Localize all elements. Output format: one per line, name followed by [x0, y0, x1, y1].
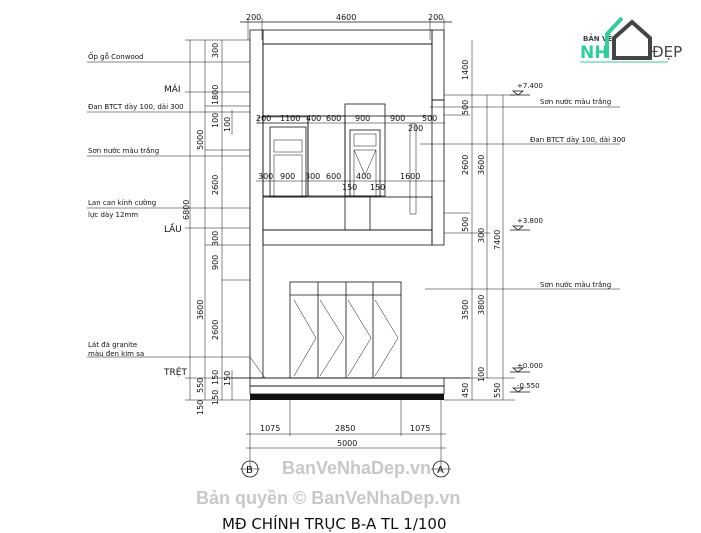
label-granite-2: màu đen kim sa	[88, 350, 144, 358]
dim-text: 1400	[461, 60, 470, 80]
watermark: BanVeNhaDep.vn	[282, 458, 431, 478]
axis-b: B	[240, 460, 260, 478]
level-markers: +7.400 +3.800 ±0.000 -0.550	[510, 82, 543, 393]
dim-text: 900	[390, 114, 405, 123]
glass-railing	[262, 196, 433, 231]
dim-text: 550	[196, 378, 205, 393]
right-annotations: Sơn nước màu trắng Đan BTCT dày 100, dài…	[420, 97, 626, 290]
label-slab-right: Đan BTCT dày 100, dài 300	[530, 136, 626, 144]
level-text: ±0.000	[517, 362, 543, 370]
copyright-watermark: Bản quyền © BanVeNhaDep.vn	[196, 488, 460, 508]
dim-text: 300	[305, 172, 320, 181]
dim-text: 600	[326, 172, 341, 181]
dim-text: 200	[428, 13, 443, 22]
granite-base	[249, 385, 445, 395]
axis-a: A	[431, 460, 451, 478]
inner-dimensions: 200 1100 400 600 900 900 500 200 300 900…	[256, 114, 445, 192]
logo-text-top: BẢN VẼ	[583, 33, 612, 43]
dim-text: 500	[461, 100, 470, 115]
level-text: -0.550	[517, 382, 540, 390]
dim-text: 1800	[211, 85, 220, 105]
dim-text: 5000	[196, 130, 205, 150]
building-facade	[230, 29, 470, 400]
dim-text: 150	[370, 183, 385, 192]
upper-window	[269, 126, 307, 198]
dim-text: 400	[306, 114, 321, 123]
dim-text: 300	[477, 228, 486, 243]
logo-house-icon	[612, 19, 652, 60]
bottom-dimensions: 1075 2850 1075 5000	[246, 400, 446, 470]
dim-text: 200	[408, 124, 423, 133]
right-dimensions: 1400 500 2600 500 3500 450 3600 300 3800…	[444, 40, 543, 401]
dim-text: 500	[461, 217, 470, 232]
dim-text: 400	[356, 172, 371, 181]
label-paint-top: Sơn nước màu trắng	[540, 97, 611, 106]
dim-text: 900	[355, 114, 370, 123]
dim-text: 3500	[461, 300, 470, 320]
dim-text: 3600	[477, 155, 486, 175]
label-slab: Đan BTCT dày 100, dài 300	[88, 103, 184, 111]
left-dimensions: 300 1800 100 100 2600 300 900 2600 150 1…	[182, 39, 250, 415]
dim-text: 2600	[461, 155, 470, 175]
dim-text: 1075	[410, 424, 430, 433]
dim-text: 5000	[337, 439, 357, 448]
label-upper-floor: LẦU	[164, 222, 182, 235]
dim-text: 7400	[493, 230, 502, 250]
dim-text: 2850	[335, 424, 355, 433]
label-paint-mid: Sơn nước màu trắng	[540, 280, 611, 289]
dim-text: 3800	[477, 295, 486, 315]
main-door	[289, 281, 402, 379]
dim-text: 150	[211, 390, 220, 405]
level-text: +3.800	[517, 217, 543, 225]
dim-text: 1600	[400, 172, 420, 181]
logo-text-nh: NH	[580, 43, 608, 63]
dim-text: 100	[211, 113, 220, 128]
dim-text: 150	[211, 370, 220, 385]
label-ground-floor: TRỆT	[163, 366, 187, 378]
dim-text: 600	[326, 114, 341, 123]
dim-text: 100	[477, 367, 486, 382]
top-dimensions: 200 4600 200	[240, 13, 452, 40]
wood-cladding	[262, 43, 433, 117]
dim-text: 150	[342, 183, 357, 192]
axis-label: B	[246, 465, 253, 476]
axis-label: A	[437, 465, 444, 476]
dim-text: 900	[280, 172, 295, 181]
dim-text: 300	[211, 231, 220, 246]
label-railing: Lan can kính cường	[88, 199, 156, 207]
floor-slab	[262, 229, 433, 246]
logo-roof-icon	[605, 16, 624, 58]
brand-logo: BẢN VẼ NH ĐẸP	[580, 16, 682, 63]
dim-text: 3600	[196, 300, 205, 320]
dim-text: 1100	[280, 114, 300, 123]
dim-text: 150	[196, 400, 205, 415]
label-cladding: Ốp gỗ Conwood	[88, 51, 143, 61]
dim-text: 6800	[182, 200, 191, 220]
dim-text: 2600	[211, 175, 220, 195]
label-paint: Sơn nước màu trắng	[88, 146, 159, 155]
dim-text: 900	[211, 255, 220, 270]
left-annotations: Ốp gỗ Conwood MÁI Đan BTCT dày 100, dài …	[87, 51, 266, 379]
drawing-title: MĐ CHÍNH TRỤC B-A TL 1/100	[222, 514, 447, 533]
dim-text: 100	[223, 117, 232, 132]
dim-text: 150	[223, 371, 232, 386]
dim-text: 300	[258, 172, 273, 181]
label-roof: MÁI	[164, 83, 181, 95]
dim-text: 550	[493, 383, 502, 398]
dim-text: 450	[461, 383, 470, 398]
dim-text: 300	[211, 43, 220, 58]
dim-text: 500	[422, 114, 437, 123]
dim-text: 1075	[260, 424, 280, 433]
dim-text: 200	[246, 13, 261, 22]
dim-text: 200	[256, 114, 271, 123]
dim-text: 2600	[211, 320, 220, 340]
label-granite: Lát đá granite	[88, 341, 137, 349]
label-railing-2: lực dày 12mm	[88, 211, 138, 219]
logo-text-dep: ĐẸP	[652, 43, 682, 61]
dim-text: 4600	[336, 13, 356, 22]
level-text: +7.400	[517, 82, 543, 90]
